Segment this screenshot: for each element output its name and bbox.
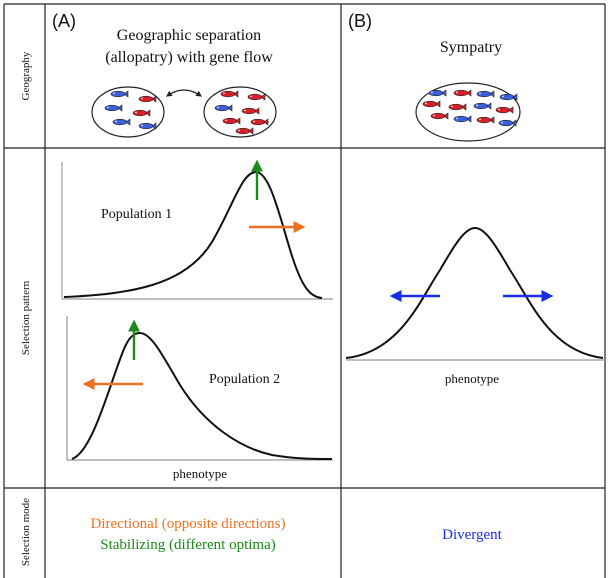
blue-fish-icon (110, 90, 129, 98)
row-label-selection-mode: Selection mode (20, 498, 32, 566)
table-grid (3, 3, 606, 578)
red-fish-icon (235, 127, 254, 135)
gene-flow-arrow (166, 89, 202, 97)
sympatry-pond-fish (422, 89, 518, 127)
red-fish-icon (430, 112, 449, 120)
panel-a-title-line2: (allopatry) with gene flow (105, 49, 273, 66)
mode-divergent: Divergent (442, 527, 503, 543)
blue-fish-icon (498, 119, 517, 127)
population1-plot: Population 1 (61, 159, 333, 300)
left-pond-fish (104, 90, 157, 130)
blue-fish-icon (476, 90, 495, 98)
panel-b-title: Sympatry (440, 39, 502, 56)
panel-b-fitness-curve (345, 226, 604, 359)
red-fish-icon (448, 103, 467, 111)
red-fish-icon (250, 118, 269, 126)
panel-a-xlabel: phenotype (173, 466, 227, 481)
blue-fish-icon (499, 93, 518, 101)
red-fish-icon (220, 90, 239, 98)
red-fish-icon (132, 109, 151, 117)
blue-fish-icon (104, 104, 123, 112)
panel-b-xlabel: phenotype (445, 371, 499, 386)
blue-fish-icon (112, 118, 131, 126)
red-fish-icon (222, 117, 241, 125)
panel-b-letter: (B) (348, 11, 372, 31)
red-fish-icon (495, 106, 514, 114)
blue-fish-icon (453, 115, 472, 123)
red-fish-icon (476, 116, 495, 124)
population2-label: Population 2 (209, 372, 280, 387)
red-fish-icon (422, 100, 441, 108)
divergent-plot: phenotype (345, 226, 605, 386)
panel-a-title-line1: Geographic separation (117, 27, 261, 44)
blue-fish-icon (138, 122, 157, 130)
right-pond-fish (214, 90, 269, 135)
sympatry-pond (415, 82, 521, 142)
mode-stabilizing: Stabilizing (different optima) (100, 537, 276, 553)
row-label-selection-pattern: Selection pattern (20, 280, 32, 355)
row-label-geography: Geography (20, 51, 32, 100)
blue-fish-icon (214, 104, 233, 112)
red-fish-icon (241, 107, 260, 115)
red-fish-icon (247, 93, 266, 101)
red-fish-icon (453, 89, 472, 97)
pop1-fitness-curve (63, 170, 323, 299)
blue-fish-icon (428, 89, 447, 97)
panel-a-letter: (A) (52, 11, 76, 31)
pop2-fitness-curve (71, 331, 333, 460)
red-fish-icon (138, 95, 157, 103)
blue-fish-icon (473, 102, 492, 110)
population2-plot: Population 2 phenotype (66, 316, 333, 481)
population1-label: Population 1 (101, 207, 172, 222)
mode-directional: Directional (opposite directions) (91, 516, 286, 532)
